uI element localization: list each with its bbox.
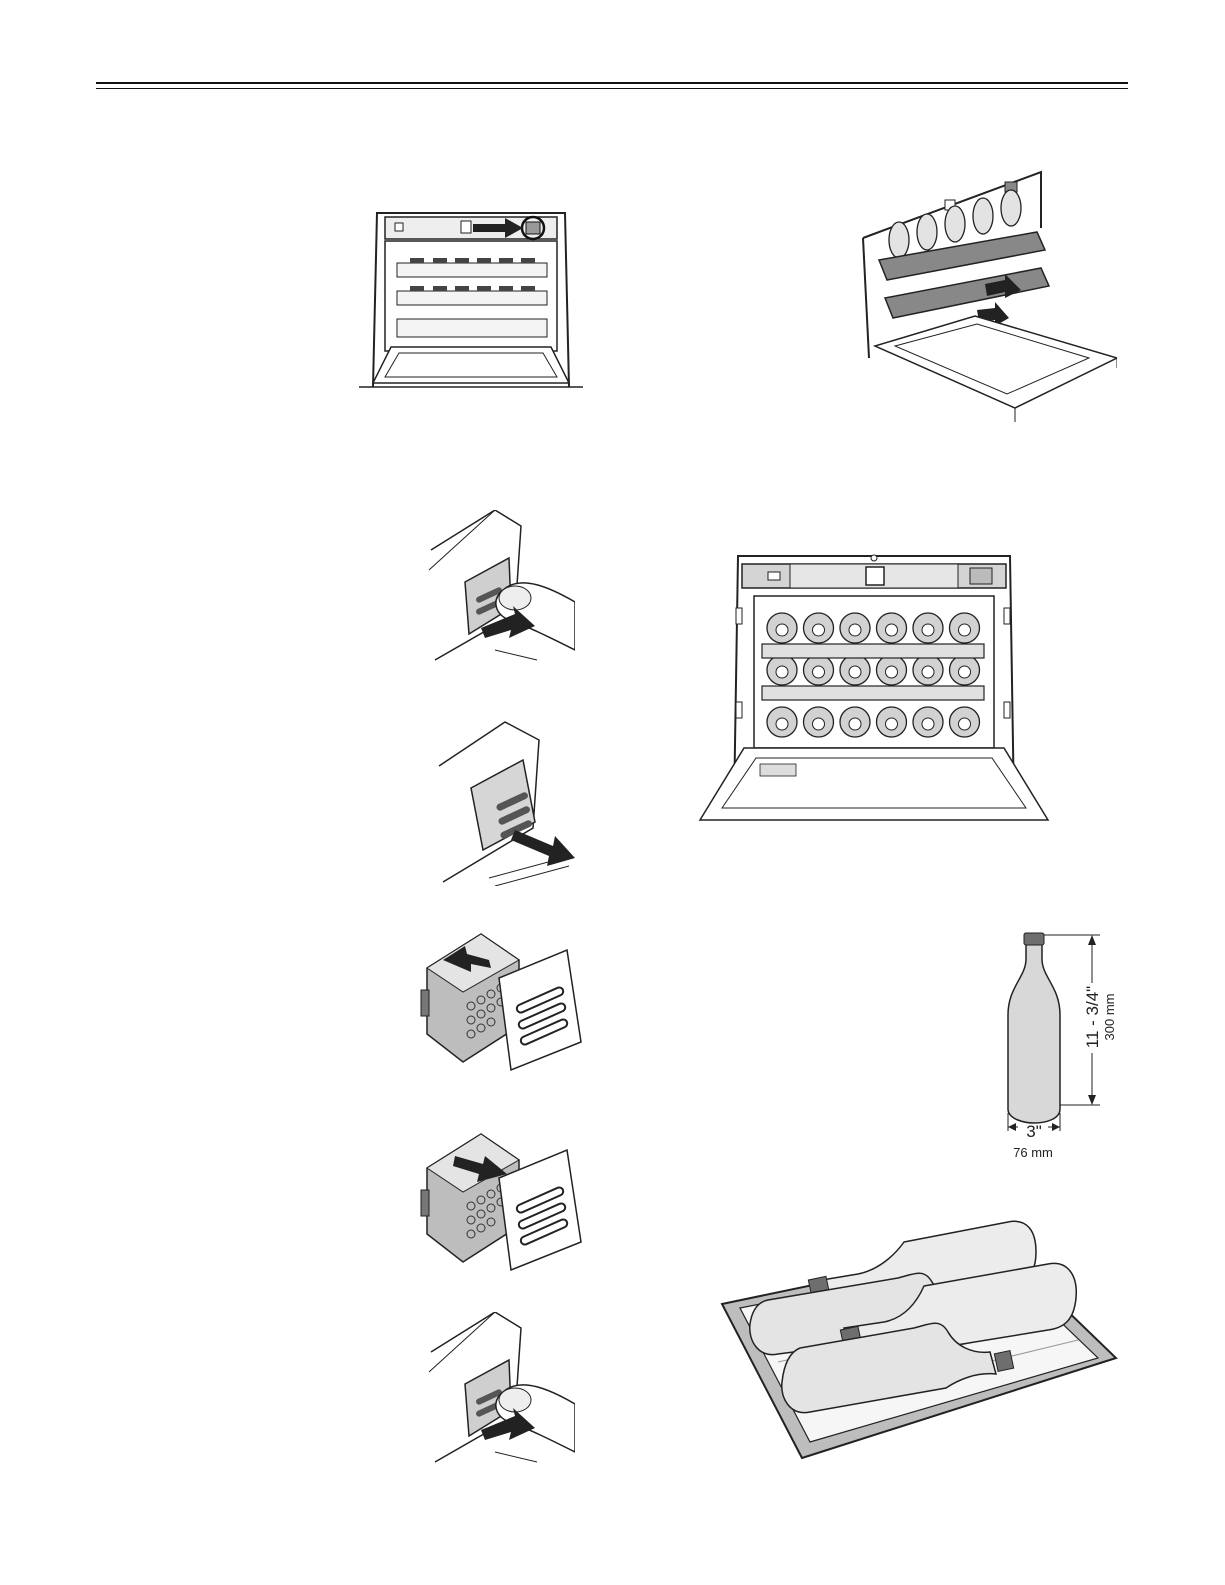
- bottle-neck: [849, 718, 861, 730]
- bottle-height-imperial: 11 - 3/4": [1083, 986, 1102, 1048]
- bottle-width-imperial: 3": [1026, 1122, 1042, 1141]
- bottle-neck: [849, 666, 861, 678]
- fig-cooler-filter-location: [355, 205, 587, 393]
- bottle-neck: [813, 624, 825, 636]
- header-rule-thin: [96, 88, 1128, 89]
- bottle-neck: [959, 666, 971, 678]
- bottle-neck: [776, 666, 788, 678]
- bottle-neck: [922, 666, 934, 678]
- bottle-neck: [922, 624, 934, 636]
- bottle-neck: [922, 718, 934, 730]
- header-rule-thick: [96, 82, 1128, 84]
- bottle-neck: [813, 666, 825, 678]
- bottle-neck: [886, 624, 898, 636]
- fig-bottle-dimensions: 11 - 3/4" 300 mm 3" 76 mm: [990, 925, 1130, 1165]
- bottle-width-metric: 76 mm: [1013, 1145, 1053, 1160]
- bottle-neck: [776, 718, 788, 730]
- bottle-neck: [776, 624, 788, 636]
- bottle-neck: [959, 718, 971, 730]
- bottle-neck: [886, 718, 898, 730]
- fig-press-filter-cover: [425, 510, 575, 670]
- bottle-height-metric: 300 mm: [1102, 994, 1117, 1041]
- fig-loaded-wine-cooler: [698, 552, 1050, 824]
- fig-shelf-pull-out: [855, 168, 1117, 426]
- fig-filter-cartridge-insert: [415, 1130, 585, 1272]
- fig-remove-filter-cover: [435, 718, 585, 886]
- bottle-neck: [959, 624, 971, 636]
- fig-filter-cartridge-remove: [415, 930, 585, 1072]
- bottle-neck: [886, 666, 898, 678]
- bottle-neck: [813, 718, 825, 730]
- fig-replace-filter-cover: [425, 1312, 575, 1472]
- fig-shelf-bottles-alternating: [718, 1212, 1118, 1462]
- bottle-neck: [849, 624, 861, 636]
